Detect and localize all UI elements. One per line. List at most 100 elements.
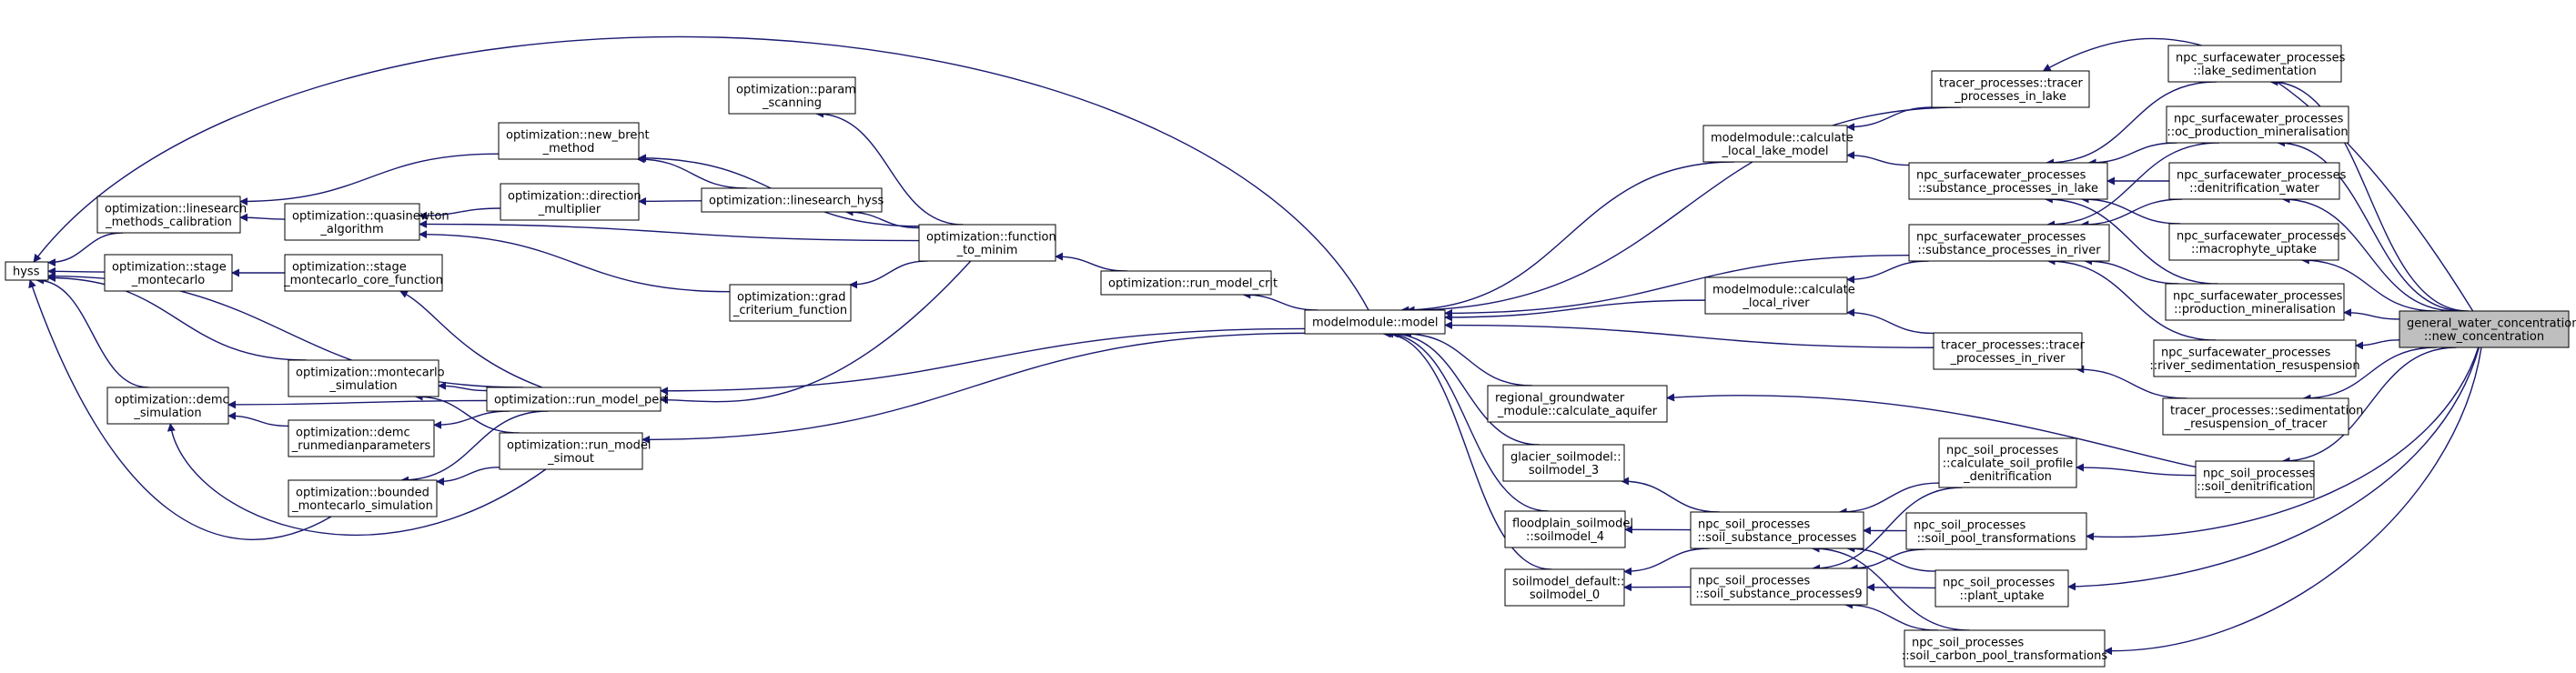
edge-soil_carbon-to-soil_subst9 bbox=[1844, 600, 1939, 631]
edge-line bbox=[2046, 81, 2217, 167]
node-soil-carbon[interactable]: npc_soil_processes::soil_carbon_pool_tra… bbox=[1902, 629, 2107, 668]
edge-soil_carbon-to-soil_subst bbox=[1811, 544, 1970, 631]
node-plant-uptake[interactable]: npc_soil_processes::plant_uptake bbox=[1935, 569, 2069, 608]
edge-line bbox=[419, 207, 501, 220]
edge-oc_prod-to-subst_river bbox=[2046, 142, 2220, 229]
edge-default0-to-model bbox=[1382, 329, 1552, 570]
node-soil-subst9[interactable]: npc_soil_processes::soil_substance_proce… bbox=[1690, 568, 1868, 606]
node-denit-water[interactable]: npc_surfacewater_processes::denitrificat… bbox=[2168, 162, 2347, 200]
node-box bbox=[1931, 70, 2090, 108]
edge-line bbox=[2343, 308, 2400, 320]
node-box bbox=[1704, 276, 1848, 315]
edge-demc_sim-to-hyss bbox=[35, 276, 149, 388]
node-river-sed[interactable]: npc_surfacewater_processes::river_sedime… bbox=[2149, 339, 2360, 377]
node-label-line: ::soil_substance_processes bbox=[1698, 531, 1857, 545]
node-glacier3[interactable]: glacier_soilmodel::soilmodel_3 bbox=[1502, 444, 1625, 482]
node-param-scan[interactable]: optimization::param_scanning bbox=[728, 76, 856, 115]
node-calc-profile[interactable]: npc_soil_processes::calculate_soil_profi… bbox=[1938, 437, 2077, 488]
edge-run_crit-to-func_minim bbox=[1055, 252, 1127, 272]
node-stage-mc[interactable]: optimization::stage_montecarlo bbox=[104, 254, 233, 292]
node-macrophyte[interactable]: npc_surfacewater_processes::macrophyte_u… bbox=[2168, 223, 2347, 261]
node-ls-hyss[interactable]: optimization::linesearch_hyss bbox=[701, 187, 884, 213]
node-run-crit[interactable]: optimization::run_model_crit bbox=[1100, 270, 1278, 296]
node-label-line: _scanning bbox=[762, 96, 822, 110]
node-box bbox=[918, 224, 1056, 262]
node-box bbox=[288, 419, 435, 457]
node-label-line: optimization::linesearch bbox=[105, 202, 247, 216]
edge-tracer_sed-to-tracer_river bbox=[2076, 365, 2187, 399]
node-oc-prod[interactable]: npc_surfacewater_processes::oc_productio… bbox=[2166, 105, 2349, 144]
node-label-line: npc_soil_processes bbox=[1943, 576, 2056, 589]
edge-line bbox=[433, 410, 510, 429]
edge-soil_subst-to-glacier3 bbox=[1620, 477, 1720, 513]
node-mc-sim[interactable]: optimization::montecarlo_simulation bbox=[288, 359, 445, 397]
edge-prod_min-to-subst_river bbox=[2084, 256, 2179, 285]
node-soil-pool[interactable]: npc_soil_processes::soil_pool_transforma… bbox=[1905, 512, 2087, 550]
node-soil-denit[interactable]: npc_soil_processes::soil_denitrification bbox=[2195, 460, 2316, 498]
node-soil-subst[interactable]: npc_soil_processes::soil_substance_proce… bbox=[1690, 511, 1864, 549]
node-gw-aquifer[interactable]: regional_groundwater_module::calculate_a… bbox=[1487, 385, 1668, 423]
node-label-line: hyss bbox=[13, 266, 40, 279]
node-label-line: npc_surfacewater_processes bbox=[2177, 168, 2347, 182]
node-label-line: optimization::quasinewton bbox=[292, 209, 450, 223]
edge-line bbox=[1055, 252, 1127, 272]
edge-line bbox=[47, 232, 124, 267]
edge-gw_aquifer-to-model bbox=[1403, 329, 1533, 387]
edge-new_conc-to-tracer_sed bbox=[2302, 347, 2437, 403]
node-tracer-river[interactable]: tracer_processes::tracer_processes_in_ri… bbox=[1933, 332, 2085, 370]
node-hyss[interactable]: hyss bbox=[5, 261, 49, 281]
node-qn-algo[interactable]: optimization::quasinewton_algorithm bbox=[284, 203, 450, 241]
edge-mc_sim-to-hyss bbox=[47, 274, 307, 361]
node-default0[interactable]: soilmodel_default::soilmodel_0 bbox=[1504, 568, 1625, 607]
node-new-brent[interactable]: optimization::new_brent_method bbox=[498, 122, 650, 160]
node-demc-sim[interactable]: optimization::demc_simulation bbox=[106, 387, 229, 425]
edge-line bbox=[400, 410, 549, 485]
node-lm-calib[interactable]: optimization::linesearch_methods_calibra… bbox=[96, 196, 247, 234]
node-model[interactable]: modelmodule::model bbox=[1304, 309, 1446, 335]
node-run-simout[interactable]: optimization::run_model_simout bbox=[499, 432, 651, 470]
edge-run_perf-to-demc_runmed bbox=[433, 410, 510, 429]
edge-line bbox=[638, 196, 702, 206]
node-subst-lake[interactable]: npc_surfacewater_processes::substance_pr… bbox=[1908, 162, 2108, 200]
edge-run_simout-to-demc_sim bbox=[167, 423, 547, 536]
node-dir-mult[interactable]: optimization::direction_multiplier bbox=[500, 183, 641, 221]
node-box bbox=[1905, 512, 2087, 550]
node-prod-min[interactable]: npc_surfacewater_processes::production_m… bbox=[2165, 283, 2345, 321]
node-label-line: _local_lake_model bbox=[1722, 145, 1829, 158]
node-tracer-lake[interactable]: tracer_processes::tracer_processes_in_la… bbox=[1931, 70, 2090, 108]
node-bounded-mc[interactable]: optimization::bounded_montecarlo_simulat… bbox=[288, 479, 438, 517]
node-label-line: _simulation bbox=[133, 407, 201, 420]
node-calc-river[interactable]: modelmodule::calculate_local_river bbox=[1704, 276, 1855, 315]
node-stage-core[interactable]: optimization::stage_montecarlo_core_func… bbox=[283, 254, 443, 292]
node-run-perf[interactable]: optimization::run_model_perf bbox=[486, 387, 669, 412]
edge-dir_mult-to-qn_algo bbox=[419, 207, 501, 220]
edge-line bbox=[2080, 198, 2183, 229]
edge-line bbox=[419, 230, 731, 293]
node-box bbox=[1702, 125, 1848, 163]
node-label-line: optimization::run_model_perf bbox=[494, 394, 669, 407]
node-label-line: optimization::demc bbox=[296, 426, 410, 439]
node-new-conc[interactable]: general_water_concentration::new_concent… bbox=[2399, 310, 2576, 348]
edge-line bbox=[1846, 260, 1929, 284]
node-calc-lake[interactable]: modelmodule::calculate_local_lake_model bbox=[1702, 125, 1854, 163]
node-subst-river[interactable]: npc_surfacewater_processes::substance_pr… bbox=[1908, 224, 2110, 262]
node-label-line: modelmodule::model bbox=[1312, 316, 1438, 330]
node-box bbox=[1100, 270, 1272, 296]
node-box bbox=[2166, 105, 2349, 144]
edge-line bbox=[1406, 106, 1961, 315]
node-label-line: tracer_processes::sedimentation bbox=[2170, 404, 2363, 417]
node-box bbox=[1690, 511, 1864, 549]
node-label-line: _algorithm bbox=[319, 223, 383, 236]
node-label-line: ::production_mineralisation bbox=[2174, 303, 2336, 316]
edge-subst_lake-to-calc_lake bbox=[1846, 151, 1910, 166]
node-flood4[interactable]: floodplain_soilmodel::soilmodel_4 bbox=[1504, 510, 1633, 548]
node-grad-crit[interactable]: optimization::grad_criterium_function bbox=[729, 284, 852, 322]
node-label-line: npc_surfacewater_processes bbox=[1916, 168, 2086, 182]
edge-line bbox=[227, 411, 289, 427]
node-demc-runmed[interactable]: optimization::demc_runmedianparameters bbox=[288, 419, 435, 457]
edge-lm_calib-to-hyss bbox=[47, 232, 124, 267]
edge-line bbox=[1620, 477, 1720, 513]
node-func-minim[interactable]: optimization::function_to_minim bbox=[918, 224, 1056, 262]
node-tracer-sed[interactable]: tracer_processes::sedimentation_resuspen… bbox=[2162, 397, 2363, 436]
node-lake-sed[interactable]: npc_surfacewater_processes::lake_sedimen… bbox=[2167, 45, 2346, 83]
